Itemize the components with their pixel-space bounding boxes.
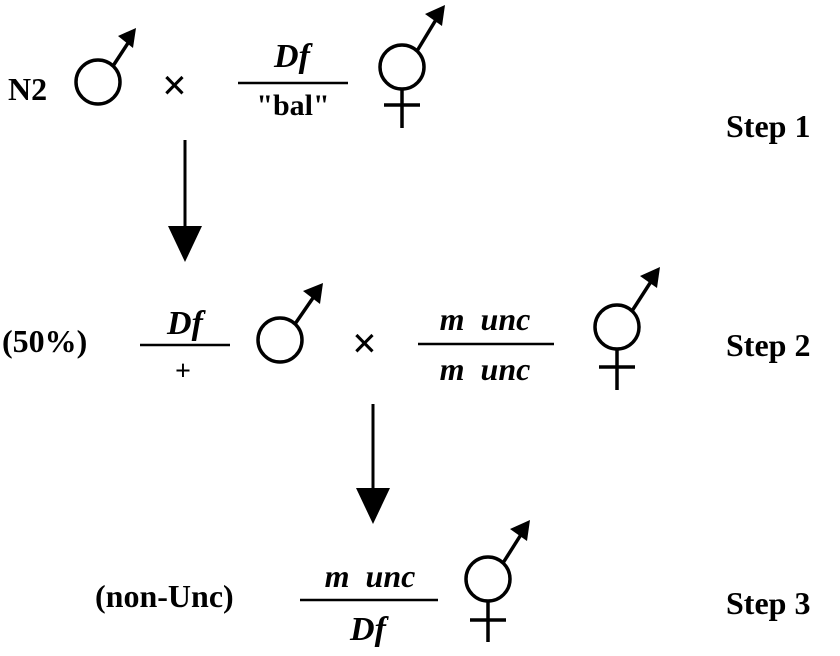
hermaphrodite-symbol-icon	[378, 5, 445, 128]
genotype-top: m unc	[440, 301, 531, 337]
genotype-m-unc-over-m-unc: m unc m unc	[418, 301, 554, 387]
cross-symbol: ×	[162, 61, 187, 110]
step-2-row: (50%) Df + × m unc m unc Step 2	[2, 267, 810, 390]
phenotype-label-non-unc: (non-Unc)	[95, 578, 234, 614]
step-3-row: (non-Unc) m unc Df Step 3	[95, 520, 810, 648]
genotype-df-over-bal: Df "bal"	[238, 38, 348, 122]
cross-symbol: ×	[352, 319, 377, 368]
genotype-df-over-plus: Df +	[140, 305, 230, 387]
male-symbol-icon	[256, 283, 323, 364]
genotype-bottom: Df	[349, 611, 390, 648]
step-1-row: N2 × Df "bal" Step 1	[8, 5, 810, 144]
strain-label-n2: N2	[8, 71, 47, 107]
step-label-3: Step 3	[726, 585, 810, 621]
step-label-2: Step 2	[726, 327, 810, 363]
step-label-1: Step 1	[726, 108, 810, 144]
genotype-m-unc-over-df: m unc Df	[300, 558, 438, 648]
genotype-bottom: "bal"	[256, 89, 329, 122]
genotype-top: Df	[166, 305, 207, 342]
genotype-top: Df	[273, 38, 314, 75]
genotype-bottom: +	[175, 356, 191, 387]
hermaphrodite-symbol-icon	[593, 267, 660, 390]
fraction-label-50: (50%)	[2, 323, 87, 359]
genotype-bottom: m unc	[440, 351, 531, 387]
male-symbol-icon	[74, 28, 136, 106]
hermaphrodite-symbol-icon	[464, 520, 530, 642]
genotype-top: m unc	[325, 558, 416, 594]
down-arrow-icon	[356, 404, 390, 524]
down-arrow-icon	[168, 140, 202, 262]
